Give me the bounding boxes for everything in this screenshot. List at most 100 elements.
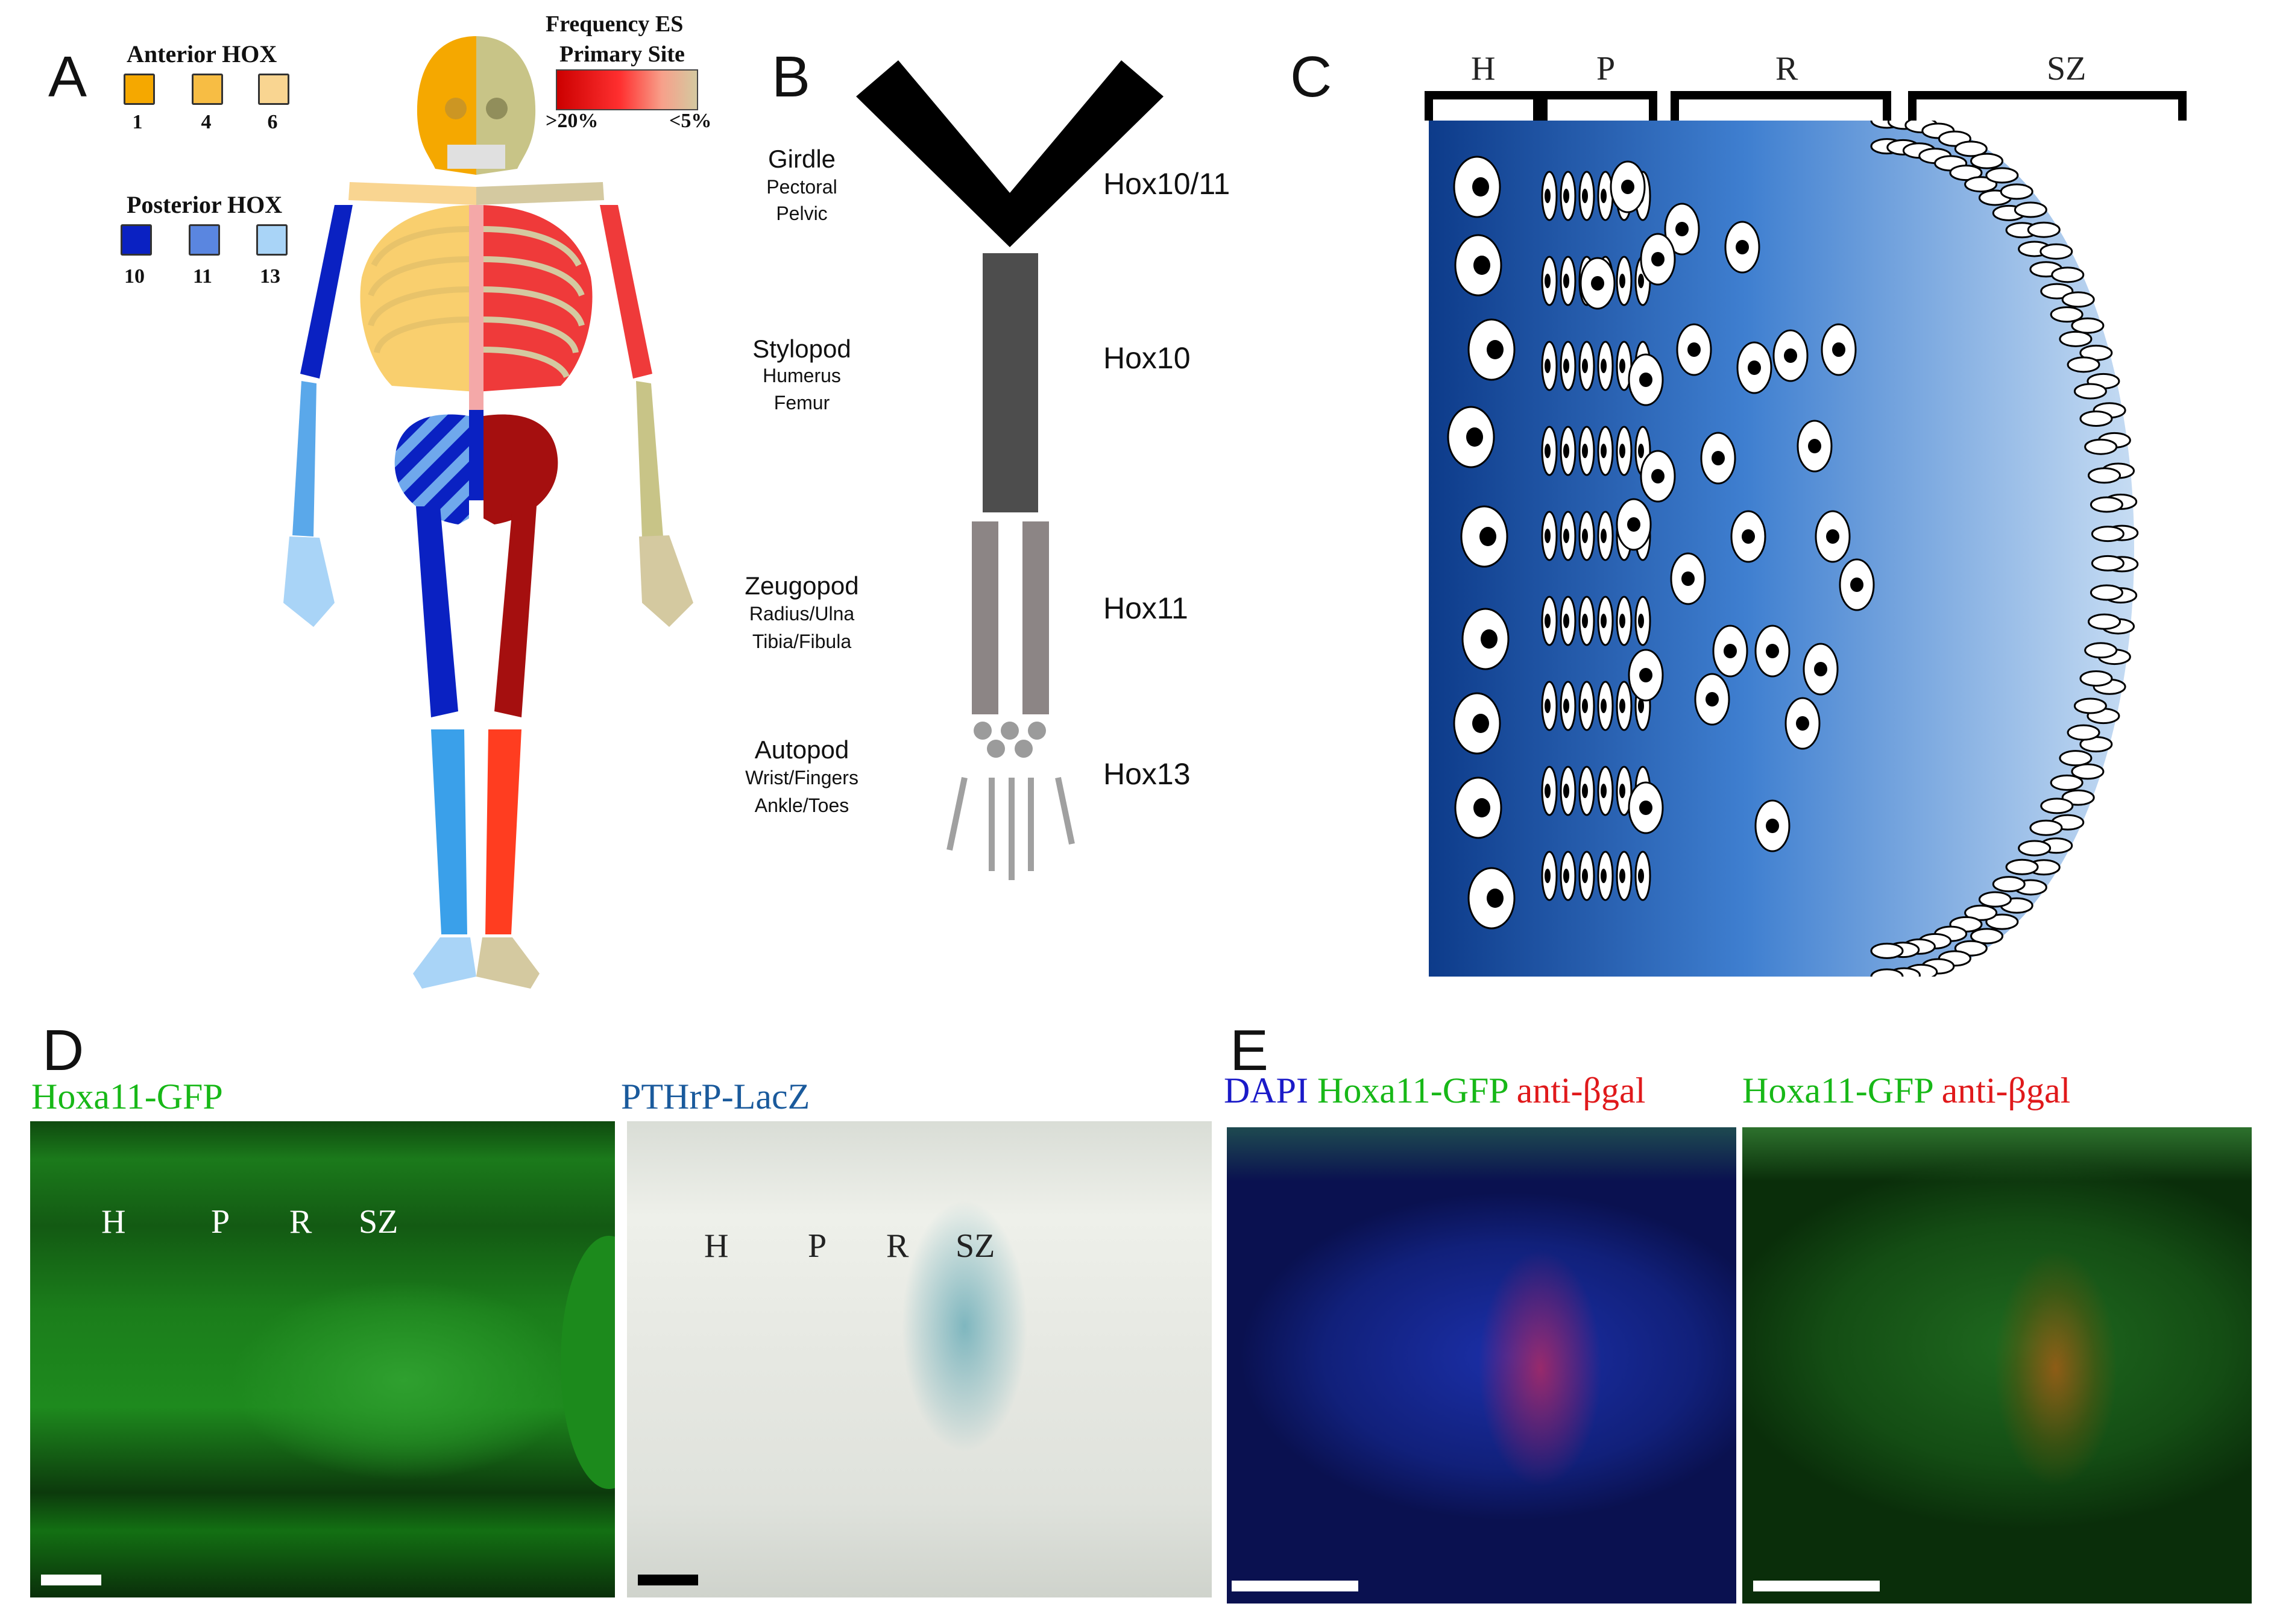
cell-nucleus: [1582, 189, 1588, 203]
freq-title-1: Frequency ES: [546, 11, 684, 37]
swatch-label-13: 13: [260, 265, 280, 288]
cell-nucleus: [1601, 444, 1607, 458]
cell-nucleus: [1466, 427, 1483, 447]
hox-stylopod: Hox10: [1103, 341, 1191, 375]
caption-e2-bgal: anti-βgal: [1941, 1071, 2071, 1110]
cell-nucleus: [1796, 716, 1809, 731]
cell-nucleus: [1832, 342, 1845, 357]
cell-nucleus: [1545, 699, 1551, 713]
panel-label-c: C: [1290, 45, 1332, 109]
swatch-hox-13: [256, 224, 288, 256]
stem-zone-cell: [2061, 291, 2095, 308]
cell-nucleus: [1712, 451, 1725, 465]
cell-nucleus: [1639, 801, 1652, 815]
hox-girdle: Hox10/11: [1103, 167, 1230, 201]
stem-zone-cell: [2014, 201, 2047, 218]
cell-nucleus: [1784, 348, 1797, 363]
cell-nucleus: [1481, 629, 1498, 649]
stem-zone-cell: [2084, 642, 2118, 659]
stem-zone-cell: [1870, 968, 1904, 977]
micrograph-gfp-bgal: [1742, 1127, 2252, 1604]
stem-zone-cell: [2029, 819, 2063, 836]
swatch-label-6: 6: [267, 111, 278, 133]
scale-bar-d-left: [41, 1575, 101, 1585]
cell-nucleus: [1472, 177, 1489, 197]
swatch-hox-6: [258, 74, 289, 105]
cell-nucleus: [1591, 276, 1604, 291]
scale-bar-e-left: [1232, 1581, 1358, 1591]
cell-nucleus: [1766, 819, 1779, 833]
cell-nucleus: [1582, 359, 1588, 373]
cell-nucleus: [1742, 529, 1755, 544]
zone-brackets: [1425, 91, 2187, 121]
cell-nucleus: [1638, 699, 1644, 713]
frequency-gradient-bar: [556, 69, 698, 110]
cell-nucleus: [1472, 714, 1489, 733]
d-right-zone-h: H: [704, 1227, 729, 1265]
zone-label-p: P: [1596, 50, 1616, 87]
caption-e1: DAPI Hoxa11-GFP anti-βgal: [1224, 1070, 1645, 1112]
stem-zone-cell: [1870, 942, 1904, 959]
segment-girdle-name: Girdle: [767, 145, 836, 173]
stem-zone-cell: [2073, 697, 2107, 714]
swatch-hox-1: [124, 74, 155, 105]
stem-zone-cell: [2091, 526, 2125, 543]
cell-nucleus: [1675, 222, 1689, 236]
zone-label-r: R: [1775, 50, 1798, 87]
cell-nucleus: [1479, 527, 1496, 546]
cell-nucleus: [1545, 869, 1551, 883]
cell-nucleus: [1545, 784, 1551, 798]
cell-nucleus: [1487, 889, 1504, 908]
cell-nucleus: [1638, 444, 1644, 458]
segment-autopod-sub2: Ankle/Toes: [754, 795, 849, 816]
caption-pthrp-lacz: PTHrP-LacZ: [621, 1077, 810, 1116]
cell-nucleus: [1766, 644, 1779, 658]
anterior-hox-title: Anterior HOX: [127, 40, 277, 68]
cell-nucleus: [1619, 444, 1625, 458]
hand-left: [283, 537, 335, 627]
tibia-right: [485, 729, 521, 934]
femur-left: [416, 506, 458, 717]
stem-zone-cell: [2050, 774, 2084, 791]
ribcage-right: [476, 205, 593, 392]
d-left-zone-h: H: [101, 1203, 126, 1241]
cell-nucleus: [1601, 699, 1607, 713]
posterior-hox-title: Posterior HOX: [127, 191, 283, 218]
pelvis-left: [394, 414, 469, 524]
swatch-hox-10: [121, 224, 152, 256]
micrograph-hoxa11-gfp: H P R SZ: [30, 1121, 615, 1597]
d-right-zone-p: P: [808, 1227, 827, 1265]
d-left-zone-p: P: [211, 1203, 230, 1241]
panel-label-e: E: [1230, 1018, 1269, 1083]
stem-zone-cell: [1954, 140, 1988, 157]
cell-nucleus: [1563, 444, 1569, 458]
growth-plate-diagram: [1429, 121, 2139, 977]
stem-zone-cell: [1992, 876, 2026, 893]
forearm-right: [636, 381, 663, 538]
cell-nucleus: [1619, 869, 1625, 883]
cell-nucleus: [1826, 529, 1839, 544]
cell-nucleus: [1639, 668, 1652, 682]
freq-low-label: >20%: [546, 110, 599, 132]
swatch-label-11: 11: [192, 265, 213, 288]
stem-zone-cell: [2071, 317, 2105, 334]
cell-nucleus: [1651, 469, 1665, 483]
cell-nucleus: [1638, 869, 1644, 883]
scale-bar-d-right: [638, 1575, 698, 1585]
stem-zone-cell: [2051, 266, 2085, 283]
caption-e1-bgal: anti-βgal: [1516, 1071, 1646, 1110]
cell-nucleus: [1639, 373, 1652, 387]
cell-nucleus: [1563, 784, 1569, 798]
cell-nucleus: [1619, 274, 1625, 288]
cell-nucleus: [1487, 340, 1504, 359]
caption-e1-gfp: Hoxa11-GFP: [1317, 1071, 1508, 1110]
cell-nucleus: [1545, 529, 1551, 543]
freq-title-2: Primary Site: [559, 42, 685, 67]
d-left-zone-sz: SZ: [359, 1203, 398, 1241]
segment-autopod-name: Autopod: [754, 735, 849, 764]
cell-nucleus: [1563, 699, 1569, 713]
stem-zone-cell: [2067, 724, 2100, 741]
stem-zone-cell: [1964, 904, 1998, 921]
cell-nucleus: [1563, 614, 1569, 628]
stem-zone-cell: [2084, 438, 2118, 455]
